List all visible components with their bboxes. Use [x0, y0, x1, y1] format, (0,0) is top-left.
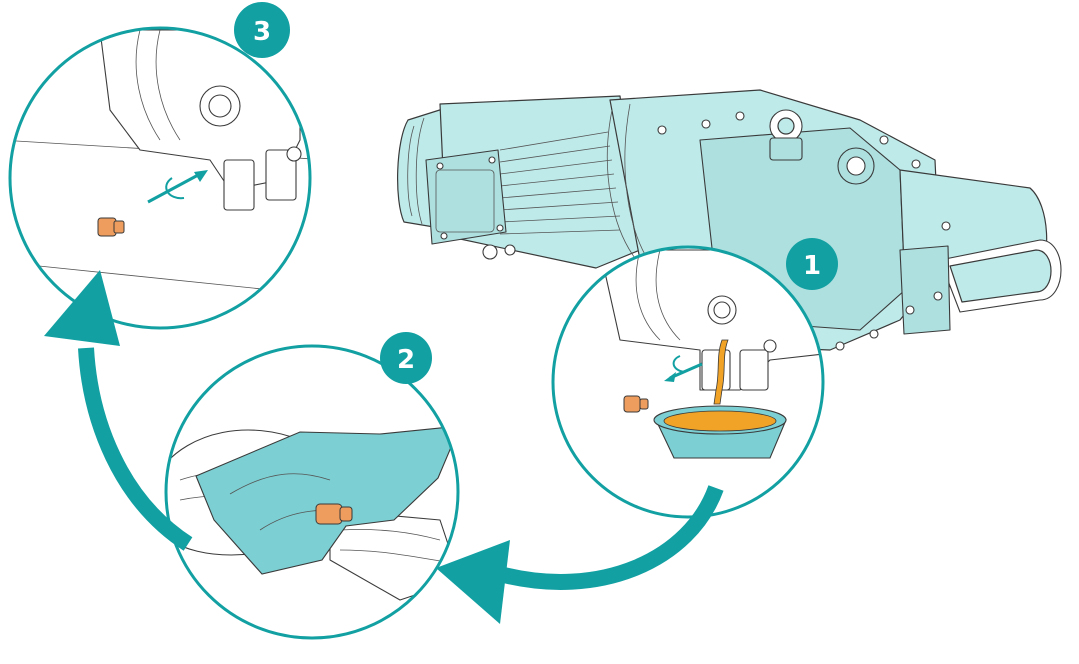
rotation-arrow-icon — [672, 355, 685, 373]
cleaning-cloth — [195, 425, 458, 575]
step-1-zoom-circle: 1 — [551, 238, 838, 519]
drain-plug — [623, 395, 649, 413]
oil-stream — [713, 339, 729, 405]
drain-plug-being-cleaned — [315, 503, 353, 525]
svg-text:2: 2 — [397, 345, 415, 375]
direction-arrow-icon — [669, 362, 703, 380]
svg-text:1: 1 — [803, 251, 821, 281]
drain-plug — [97, 217, 125, 237]
rotation-arrow-icon — [165, 177, 185, 200]
step-2-zoom-circle: 2 — [164, 332, 460, 640]
direction-arrow-icon — [147, 172, 201, 204]
oil-pan — [653, 405, 787, 459]
step-3-zoom-circle: 3 — [8, 2, 312, 330]
svg-text:3: 3 — [253, 17, 271, 47]
flow-arrow-icon — [44, 270, 193, 551]
step-1-badge: 1 — [786, 238, 838, 290]
step-3-badge: 3 — [234, 2, 290, 58]
step-2-badge: 2 — [380, 332, 432, 384]
flow-arrow-icon — [436, 485, 724, 624]
